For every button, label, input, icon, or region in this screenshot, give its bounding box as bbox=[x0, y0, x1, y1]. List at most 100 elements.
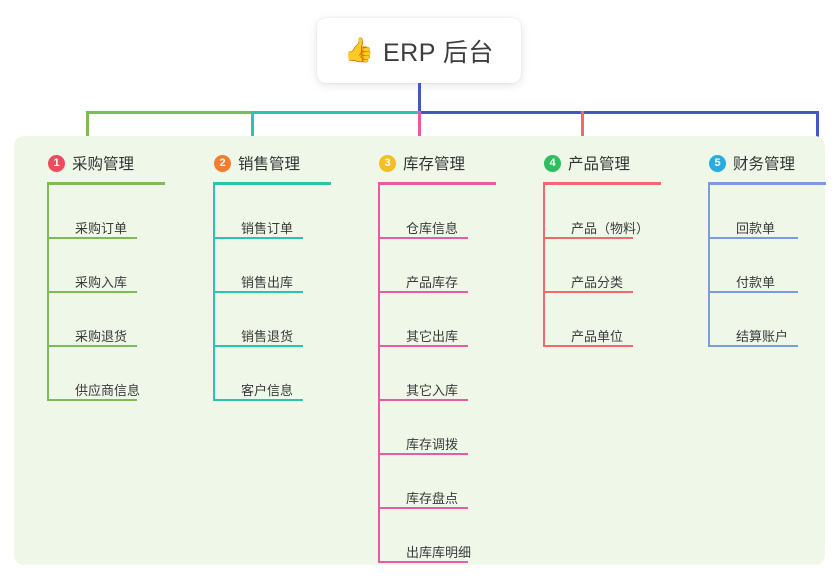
branch-badge-5: 5 bbox=[709, 154, 726, 172]
leaf-node-underline bbox=[378, 345, 468, 347]
leaf-node[interactable]: 客户信息 bbox=[213, 347, 331, 401]
leaf-node-label: 产品（物料） bbox=[571, 221, 650, 236]
leaf-node[interactable]: 产品单位 bbox=[543, 293, 661, 347]
leaf-node[interactable]: 销售订单 bbox=[213, 185, 331, 239]
leaf-node[interactable]: 库存盘点 bbox=[378, 455, 496, 509]
leaf-node-underline bbox=[543, 237, 633, 239]
branch-drop-2 bbox=[251, 111, 254, 138]
leaf-node[interactable]: 采购订单 bbox=[47, 185, 165, 239]
branch-spine-2 bbox=[213, 185, 215, 401]
leaf-node[interactable]: 出库库明细 bbox=[378, 509, 496, 563]
branch-title-2: 销售管理 bbox=[238, 156, 301, 173]
leaf-node[interactable]: 仓库信息 bbox=[378, 185, 496, 239]
leaf-node-underline bbox=[543, 345, 633, 347]
leaf-node-underline bbox=[378, 561, 468, 563]
branch-underline-4 bbox=[543, 182, 661, 185]
branch-underline-3 bbox=[378, 182, 496, 185]
leaf-node-label: 销售出库 bbox=[241, 275, 294, 290]
branch-badge-3: 3 bbox=[379, 154, 396, 172]
leaf-node[interactable]: 付款单 bbox=[708, 239, 826, 293]
leaf-node[interactable]: 回款单 bbox=[708, 185, 826, 239]
root-node-card[interactable]: 👍 ERP 后台 bbox=[317, 18, 521, 83]
leaf-node-label: 采购退货 bbox=[75, 329, 128, 344]
leaf-node-underline bbox=[213, 345, 303, 347]
branch-column-5: 5 财务管理回款单付款单结算账户 bbox=[686, 148, 826, 347]
thumbs-up-icon: 👍 bbox=[344, 36, 374, 64]
leaf-node-underline bbox=[378, 507, 468, 509]
leaf-node[interactable]: 库存调拨 bbox=[378, 401, 496, 455]
branch-underline-1 bbox=[47, 182, 165, 185]
leaf-node[interactable]: 产品库存 bbox=[378, 239, 496, 293]
bus-segment-3 bbox=[418, 111, 818, 114]
leaf-node-label: 采购订单 bbox=[75, 221, 128, 236]
mindmap-panel: 1 采购管理采购订单采购入库采购退货供应商信息 2 销售管理销售订单销售出库销售退货客… bbox=[14, 136, 826, 565]
branch-spine-3 bbox=[378, 185, 380, 563]
branch-title-1: 采购管理 bbox=[72, 156, 135, 173]
branch-title-3: 库存管理 bbox=[403, 156, 466, 173]
branch-title-4: 产品管理 bbox=[568, 156, 631, 173]
branch-title-5: 财务管理 bbox=[733, 156, 796, 173]
leaf-node[interactable]: 产品分类 bbox=[543, 239, 661, 293]
branch-spine-1 bbox=[47, 185, 49, 401]
leaf-node[interactable]: 采购退货 bbox=[47, 293, 165, 347]
leaf-node[interactable]: 销售退货 bbox=[213, 293, 331, 347]
leaf-node-label: 销售退货 bbox=[241, 329, 294, 344]
leaf-node-underline bbox=[213, 291, 303, 293]
branch-header-5[interactable]: 5 财务管理 bbox=[686, 148, 826, 178]
leaf-node-label: 产品单位 bbox=[571, 329, 624, 344]
branch-item-list-3: 仓库信息产品库存其它出库其它入库库存调拨库存盘点出库库明细 bbox=[378, 185, 496, 563]
branch-column-3: 3 库存管理仓库信息产品库存其它出库其它入库库存调拨库存盘点出库库明细 bbox=[356, 148, 496, 563]
branch-drop-3 bbox=[418, 111, 421, 141]
branch-item-list-4: 产品（物料） 产品分类产品单位 bbox=[543, 185, 661, 347]
leaf-node[interactable]: 销售出库 bbox=[213, 239, 331, 293]
leaf-node-label: 回款单 bbox=[736, 221, 776, 236]
leaf-node-underline bbox=[378, 291, 468, 293]
leaf-node-underline bbox=[213, 237, 303, 239]
branch-underline-5 bbox=[708, 182, 826, 185]
branch-header-2[interactable]: 2 销售管理 bbox=[191, 148, 331, 178]
leaf-node[interactable]: 结算账户 bbox=[708, 293, 826, 347]
leaf-node[interactable]: 其它出库 bbox=[378, 293, 496, 347]
leaf-node-underline bbox=[708, 345, 798, 347]
leaf-node-label: 库存盘点 bbox=[406, 491, 459, 506]
branch-drop-5 bbox=[816, 111, 819, 138]
leaf-node-underline bbox=[47, 237, 137, 239]
branch-spine-5 bbox=[708, 185, 710, 347]
leaf-node-underline bbox=[378, 399, 468, 401]
leaf-node-underline bbox=[708, 237, 798, 239]
leaf-node-underline bbox=[378, 453, 468, 455]
branch-drop-4 bbox=[581, 111, 584, 138]
leaf-node-label: 仓库信息 bbox=[406, 221, 459, 236]
leaf-node[interactable]: 其它入库 bbox=[378, 347, 496, 401]
branch-badge-2: 2 bbox=[214, 154, 231, 172]
branch-column-2: 2 销售管理销售订单销售出库销售退货客户信息 bbox=[191, 148, 331, 401]
leaf-node[interactable]: 产品（物料） bbox=[543, 185, 661, 239]
leaf-node-underline bbox=[47, 345, 137, 347]
leaf-node-label: 付款单 bbox=[736, 275, 776, 290]
leaf-node[interactable]: 供应商信息 bbox=[47, 347, 165, 401]
root-node-title: ERP 后台 bbox=[382, 38, 494, 67]
leaf-node-label: 产品分类 bbox=[571, 275, 624, 290]
leaf-node-label: 其它入库 bbox=[406, 383, 459, 398]
leaf-node-underline bbox=[708, 291, 798, 293]
branch-item-list-2: 销售订单销售出库销售退货客户信息 bbox=[213, 185, 331, 401]
branch-drop-1 bbox=[86, 111, 89, 138]
leaf-node-underline bbox=[47, 291, 137, 293]
branch-item-list-5: 回款单付款单结算账户 bbox=[708, 185, 826, 347]
leaf-node-label: 结算账户 bbox=[736, 329, 789, 344]
branch-header-1[interactable]: 1 采购管理 bbox=[25, 148, 165, 178]
leaf-node-label: 采购入库 bbox=[75, 275, 128, 290]
leaf-node-label: 产品库存 bbox=[406, 275, 459, 290]
leaf-node-label: 出库库明细 bbox=[406, 545, 472, 560]
branch-underline-2 bbox=[213, 182, 331, 185]
branch-column-1: 1 采购管理采购订单采购入库采购退货供应商信息 bbox=[25, 148, 165, 401]
branch-header-3[interactable]: 3 库存管理 bbox=[356, 148, 496, 178]
branch-item-list-1: 采购订单采购入库采购退货供应商信息 bbox=[47, 185, 165, 401]
leaf-node-label: 客户信息 bbox=[241, 383, 294, 398]
leaf-node-underline bbox=[378, 237, 468, 239]
leaf-node[interactable]: 采购入库 bbox=[47, 239, 165, 293]
leaf-node-underline bbox=[47, 399, 137, 401]
branch-badge-1: 1 bbox=[48, 154, 65, 172]
